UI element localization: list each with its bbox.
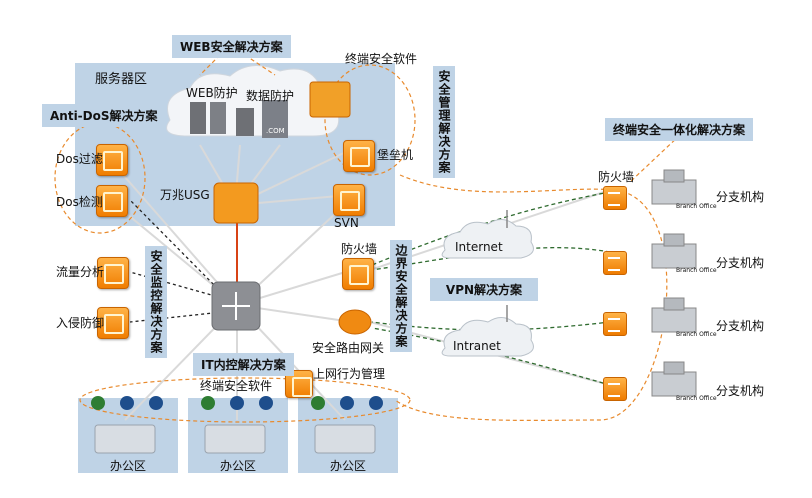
data-protect-label: 数据防护	[246, 89, 295, 103]
branch-firewall-label: 防火墙	[598, 170, 635, 184]
edge-firewall-device	[342, 258, 374, 290]
server-zone-label: 服务器区	[95, 72, 148, 87]
branch-3-label: 分支机构	[716, 319, 765, 333]
usg-label: 万兆USG	[160, 188, 210, 202]
com-tag: .COM	[266, 127, 285, 135]
dos-detect-device	[96, 185, 128, 217]
office-3-label: 办公区	[330, 459, 367, 473]
dos-filter-device	[96, 144, 128, 176]
branch-office-tag-1: Branch Office	[676, 203, 717, 210]
internet-cloud	[441, 219, 534, 259]
web-server-1	[190, 102, 206, 134]
branch-building-2	[651, 233, 697, 269]
branch-office-tag-3: Branch Office	[676, 331, 717, 338]
endpoint-software-top-label: 终端安全软件	[345, 52, 418, 66]
data-server-2	[262, 100, 288, 138]
bastion-device	[343, 140, 375, 172]
office-1-label: 办公区	[110, 459, 147, 473]
branch-firewall-2	[603, 251, 627, 275]
secure-router-label: 安全路由网关	[312, 341, 385, 355]
behavior-mgmt-label: 上网行为管理	[313, 367, 386, 381]
intranet-cloud	[441, 317, 534, 357]
secure-router	[338, 309, 372, 335]
office-2-label: 办公区	[220, 459, 257, 473]
border-solution-header: 边界安全解决方案	[390, 240, 412, 352]
branch-firewall-4	[603, 377, 627, 401]
vpn-solution-header: VPN解决方案	[430, 278, 538, 301]
branch-building-3	[651, 297, 697, 333]
branch-1-label: 分支机构	[716, 190, 765, 204]
edge-firewall-label: 防火墙	[341, 242, 378, 256]
branch-building-1	[651, 169, 697, 205]
traffic-analysis-device	[97, 257, 129, 289]
branch-2-label: 分支机构	[716, 256, 765, 270]
dos-detect-label: Dos检测	[56, 195, 103, 209]
branch-firewall-1	[603, 186, 627, 210]
intrusion-defense-label: 入侵防御	[56, 316, 105, 330]
branch-office-tag-2: Branch Office	[676, 267, 717, 274]
svn-label: SVN	[334, 216, 359, 230]
data-server-1	[236, 108, 254, 136]
branch-4-label: 分支机构	[716, 384, 765, 398]
web-solution-header: WEB安全解决方案	[172, 35, 291, 58]
intranet-label: Intranet	[453, 339, 501, 353]
anti-dos-header: Anti-DoS解决方案	[42, 104, 166, 127]
mgmt-desktop	[309, 81, 351, 118]
traffic-analysis-label: 流量分析	[56, 265, 105, 279]
internet-label: Internet	[455, 240, 503, 254]
mgmt-solution-header: 安全管理解决方案	[433, 66, 455, 178]
server-cloud	[166, 65, 340, 137]
endpoint-software-bottom-label: 终端安全软件	[200, 379, 273, 393]
monitor-solution-header: 安全监控解决方案	[145, 246, 167, 358]
dos-filter-label: Dos过滤	[56, 152, 103, 166]
branch-office-tag-4: Branch Office	[676, 395, 717, 402]
svn-device	[333, 184, 365, 216]
usg-device	[213, 182, 259, 224]
web-protect-label: WEB防护	[186, 86, 238, 100]
web-server-2	[210, 102, 226, 134]
bastion-label: 堡垒机	[377, 148, 414, 162]
it-control-header: IT内控解决方案	[193, 353, 294, 376]
intrusion-defense-device	[97, 307, 129, 339]
endpoint-integration-header: 终端安全一体化解决方案	[605, 118, 754, 141]
branch-firewall-3	[603, 312, 627, 336]
branch-building-4	[651, 361, 697, 397]
